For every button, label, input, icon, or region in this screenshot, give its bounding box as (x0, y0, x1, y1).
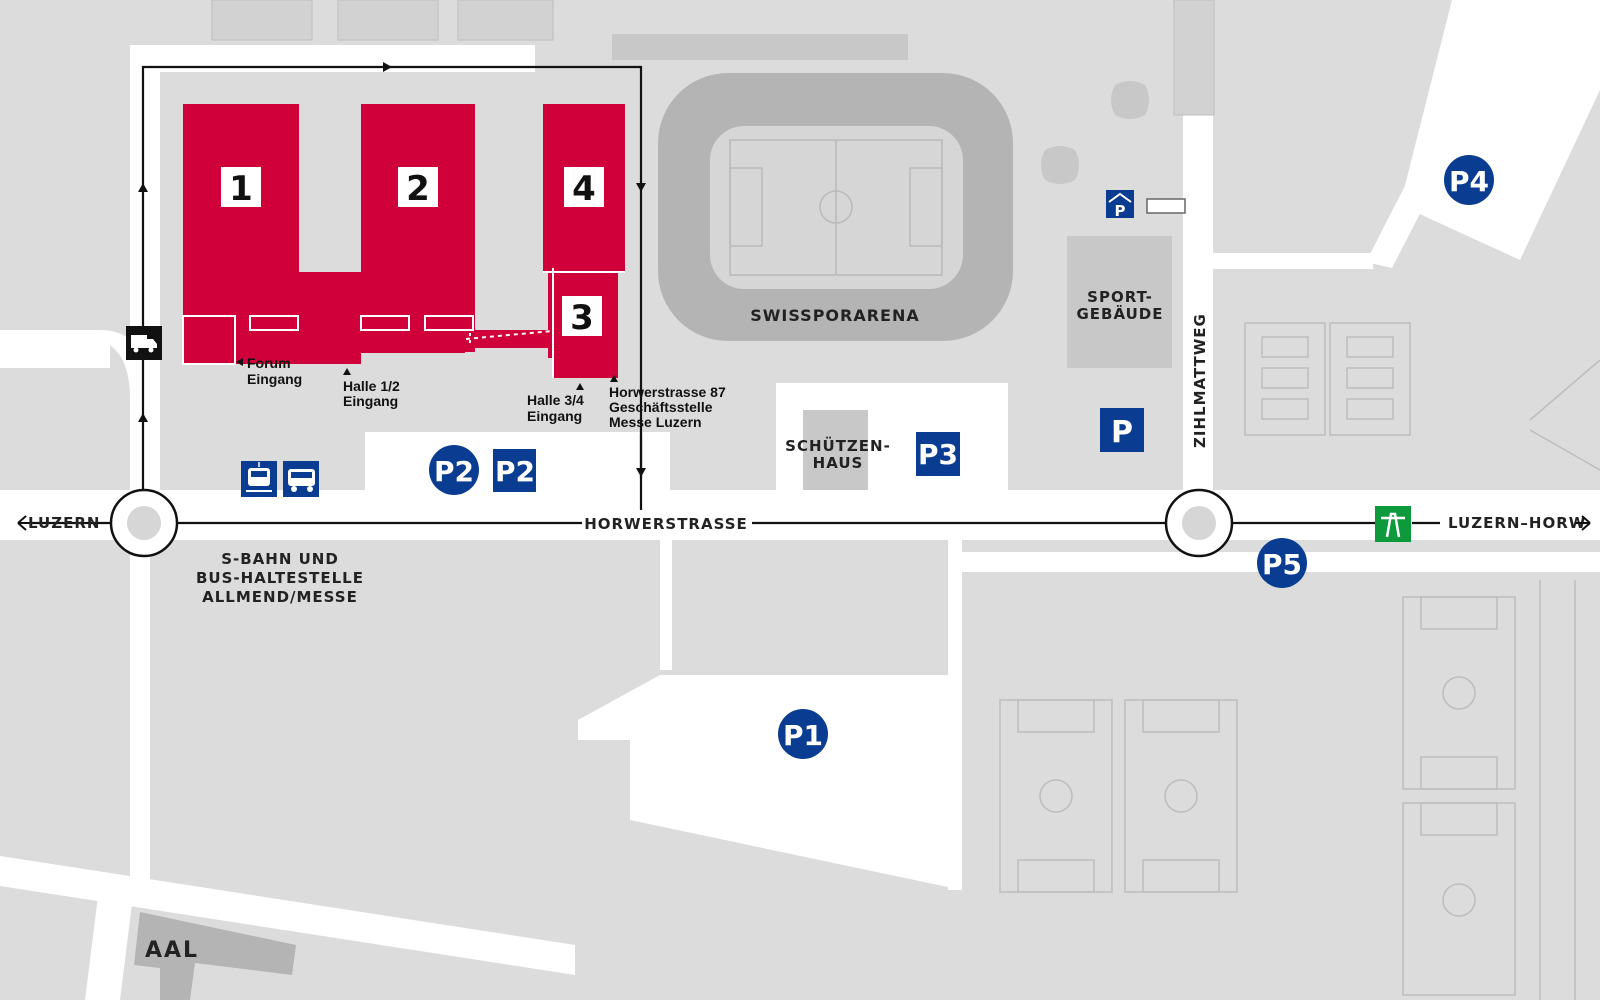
pavilion-shape-1 (1111, 81, 1149, 119)
garage-entry (1146, 198, 1186, 214)
parking-p4[interactable]: P4 (1444, 155, 1494, 205)
arrow-right (383, 62, 392, 72)
office-marker (610, 375, 618, 382)
hall-labels: 1 2 4 3 (221, 167, 604, 338)
road-label-luzern: LUZERN (28, 514, 100, 532)
hall-4-number[interactable]: 4 (572, 169, 596, 209)
forum-entrance-marker (236, 358, 243, 366)
hall-2-building[interactable] (361, 104, 475, 352)
hall-1-number[interactable]: 1 (229, 169, 253, 209)
schuetzen-label-line1: SCHÜTZEN- (785, 436, 891, 455)
p5-label: P5 (1262, 548, 1302, 581)
schuetzenhaus-building (803, 410, 868, 490)
parking-p-plain[interactable]: P (1100, 408, 1144, 452)
parking-p2-square[interactable]: P2 (493, 449, 536, 492)
halle34-entrance-marker (576, 383, 584, 390)
building-top-2 (337, 0, 439, 41)
building-top-3 (457, 0, 554, 41)
road-label-horwerstrasse: HORWERSTRASSE (584, 515, 748, 533)
pavilion-shape-2 (1041, 146, 1079, 184)
p4-label: P4 (1449, 165, 1489, 198)
stop-label: S-BAHN UND BUS-HALTESTELLE ALLMEND/MESSE (196, 550, 364, 606)
hall-side-box (575, 358, 595, 376)
p2-square-label: P2 (495, 455, 535, 488)
roundabout-east (1164, 488, 1234, 558)
stop-label-line2: BUS-HALTESTELLE (196, 569, 364, 587)
parking-garage-icon[interactable]: P (1106, 190, 1134, 220)
south-west-road (85, 880, 135, 1000)
sport-building (1067, 236, 1172, 368)
arrow-up-2 (138, 413, 148, 422)
hall-3-number[interactable]: 3 (570, 298, 594, 338)
south-diagonal-road (0, 856, 575, 975)
aal-label: AAL (145, 938, 199, 963)
train-icon[interactable] (241, 461, 277, 497)
building-top-strip (612, 34, 908, 60)
p1-lot (578, 675, 962, 890)
hall-connector-row (235, 315, 465, 353)
parking-p2-circle[interactable]: P2 (429, 445, 479, 495)
halle12-entrance-marker (343, 368, 351, 375)
p1-label: P1 (783, 719, 823, 752)
forum-entrance-line2: Eingang (247, 371, 302, 387)
parking-p1[interactable]: P1 (778, 709, 828, 759)
office-line1: Horwerstrasse 87 (609, 384, 726, 400)
zihlmattweg-branch (1183, 253, 1373, 269)
p4-access-road (1366, 0, 1530, 268)
hall-2-label-box (398, 167, 438, 207)
office-line3: Messe Luzern (609, 414, 702, 430)
sports-fields (999, 322, 1600, 1000)
sport-label-line1: SPORT- (1087, 288, 1153, 306)
building-labels: SWISSPORARENA SPORT- GEBÄUDE SCHÜTZEN- H… (145, 288, 1163, 963)
p2-circle-label: P2 (434, 455, 474, 488)
parking-p3[interactable]: P3 (916, 432, 960, 476)
sport-label-line2: GEBÄUDE (1076, 304, 1163, 323)
left-west-road (0, 340, 110, 368)
arrow-down-1 (636, 183, 646, 192)
hall-2-number[interactable]: 2 (406, 169, 430, 209)
bus-icon[interactable] (283, 461, 319, 497)
arrow-down-2 (636, 468, 646, 477)
arrow-right-icon (1575, 515, 1591, 531)
schuetzen-label-line2: HAUS (813, 454, 864, 472)
roundabout-west (109, 488, 179, 558)
exhibition-halls (183, 104, 625, 378)
road-label-zihlmattweg: ZIHLMATTWEG (1191, 313, 1209, 448)
hall-1-label-box (221, 167, 261, 207)
p-plain-label: P (1111, 415, 1133, 450)
hall-details (182, 268, 625, 378)
arrow-left-icon (17, 515, 34, 531)
ring-route-arrows (138, 62, 646, 477)
halle12-entrance-line1: Halle 1/2 (343, 378, 400, 394)
stop-label-line3: ALLMEND/MESSE (202, 588, 358, 606)
truck-icon[interactable] (126, 326, 162, 360)
stop-label-line1: S-BAHN UND (221, 550, 339, 568)
south-link-road (660, 540, 672, 670)
halle34-entrance-line2: Eingang (527, 408, 582, 424)
arrow-up-1 (138, 183, 148, 192)
buildings-layer (134, 0, 1600, 1000)
parking-p5[interactable]: P5 (1257, 538, 1307, 588)
entrance-labels: Forum Eingang Halle 1/2 Eingang Halle 3/… (236, 355, 726, 430)
office-line2: Geschäftsstelle (609, 399, 713, 415)
road-labels: LUZERN HORWERSTRASSE LUZERN–HORW ZIHLMAT… (17, 313, 1591, 533)
hall-bridge (465, 330, 553, 348)
p3-label: P3 (918, 438, 958, 471)
hall-3-label-box (562, 296, 602, 336)
arena-label: SWISSPORARENA (750, 306, 920, 325)
aal-building (134, 912, 296, 1000)
road-label-luzern-horw: LUZERN–HORW (1448, 514, 1586, 532)
motorway-icon[interactable] (1375, 506, 1411, 542)
halle12-entrance-line2: Eingang (343, 393, 398, 409)
forum-entrance-line1: Forum (247, 355, 291, 371)
building-top-right (1173, 0, 1215, 116)
halle34-entrance-line1: Halle 3/4 (527, 392, 584, 408)
arena-pitch (729, 139, 943, 276)
parking-garage-label: P (1115, 202, 1126, 220)
building-top-1 (211, 0, 313, 41)
hall-4-label-box (564, 167, 604, 207)
